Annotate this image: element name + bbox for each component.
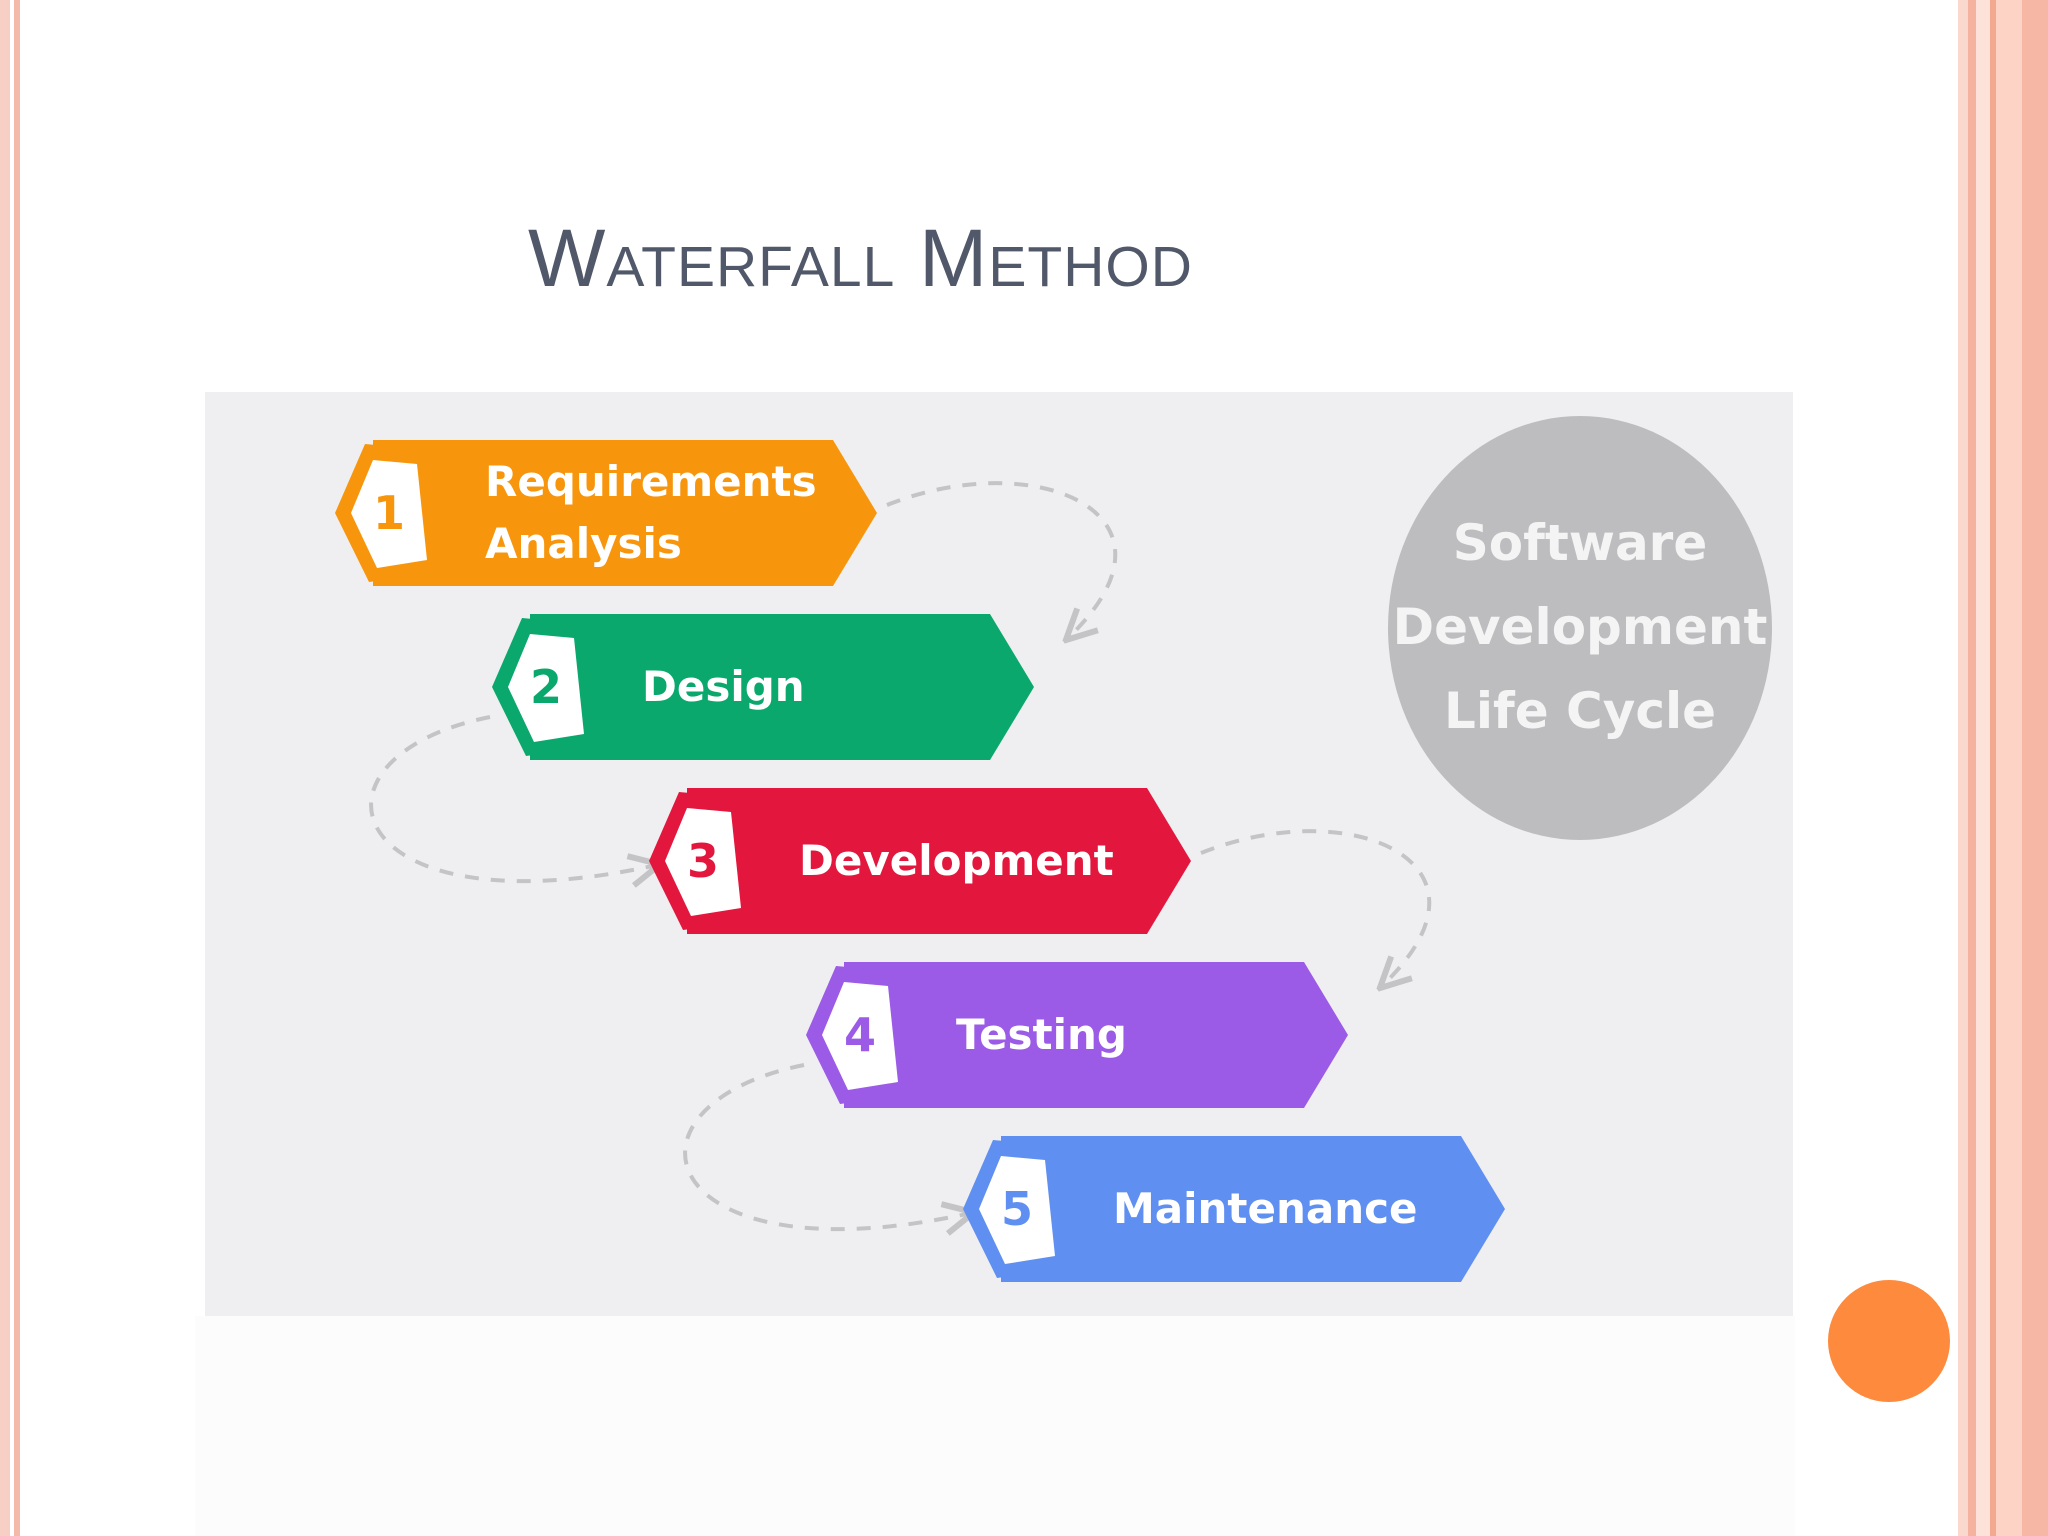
connector-1-2: [886, 481, 1118, 638]
stage-number-badge: 1: [335, 444, 443, 582]
stage-arrow-body: [687, 788, 1191, 934]
right-border-band-2: [1968, 0, 1976, 1536]
stage-number-badge: 4: [806, 966, 914, 1104]
badge-fill: [979, 1156, 1055, 1264]
stage-number-badge: 5: [963, 1140, 1071, 1278]
badge-fill: [822, 982, 898, 1090]
stage-4: 4 Testing: [806, 962, 1348, 1108]
stage-number-badge: 3: [649, 792, 757, 930]
left-border: [0, 0, 10, 1536]
image-lower-area: [195, 1316, 1795, 1536]
right-border-band-3: [1976, 0, 1990, 1536]
lifecycle-label: Development: [1393, 598, 1768, 656]
lifecycle-label: Software: [1453, 514, 1708, 572]
stage-label: Testing: [956, 1010, 1127, 1059]
lifecycle-circle: [1388, 416, 1772, 840]
stage-5: 5 Maintenance: [963, 1136, 1505, 1282]
connector-3-4: [1200, 829, 1432, 986]
badge-fill: [665, 808, 741, 916]
right-border-band-1: [1958, 0, 1968, 1536]
stage-number: 2: [530, 660, 562, 714]
stage-3: 3 Development: [649, 788, 1191, 934]
accent-dot: [1828, 1280, 1950, 1402]
stage-arrow-body: [1001, 1136, 1505, 1282]
stage-number: 4: [844, 1008, 876, 1062]
lifecycle-label: Life Cycle: [1444, 682, 1716, 740]
stage-number-badge: 2: [492, 618, 600, 756]
stage-number: 1: [373, 486, 405, 540]
stage-label: Maintenance: [1113, 1184, 1418, 1233]
right-border-band-5: [1996, 0, 2022, 1536]
stage-number: 3: [687, 834, 719, 888]
connector-arrows: [369, 481, 1432, 1229]
stage-2: 2 Design: [492, 614, 1034, 760]
right-border-band-6: [2022, 0, 2048, 1536]
left-border-line: [14, 0, 20, 1536]
stage-arrow-body: [373, 440, 877, 586]
connector-4-5: [683, 1063, 971, 1229]
badge-fill: [351, 460, 427, 568]
slide-title: Waterfall Method: [528, 213, 1193, 304]
badge-fill: [508, 634, 584, 742]
stage-number: 5: [1001, 1182, 1033, 1236]
stage-label: Requirements: [485, 457, 817, 506]
stage-arrow-body: [844, 962, 1348, 1108]
stage-arrow-body: [530, 614, 1034, 760]
connector-2-3: [369, 715, 657, 881]
stage-label: Development: [799, 836, 1114, 885]
right-border-band-4: [1990, 0, 1996, 1536]
stage-label: Analysis: [485, 519, 682, 568]
stage-label: Design: [642, 662, 805, 711]
